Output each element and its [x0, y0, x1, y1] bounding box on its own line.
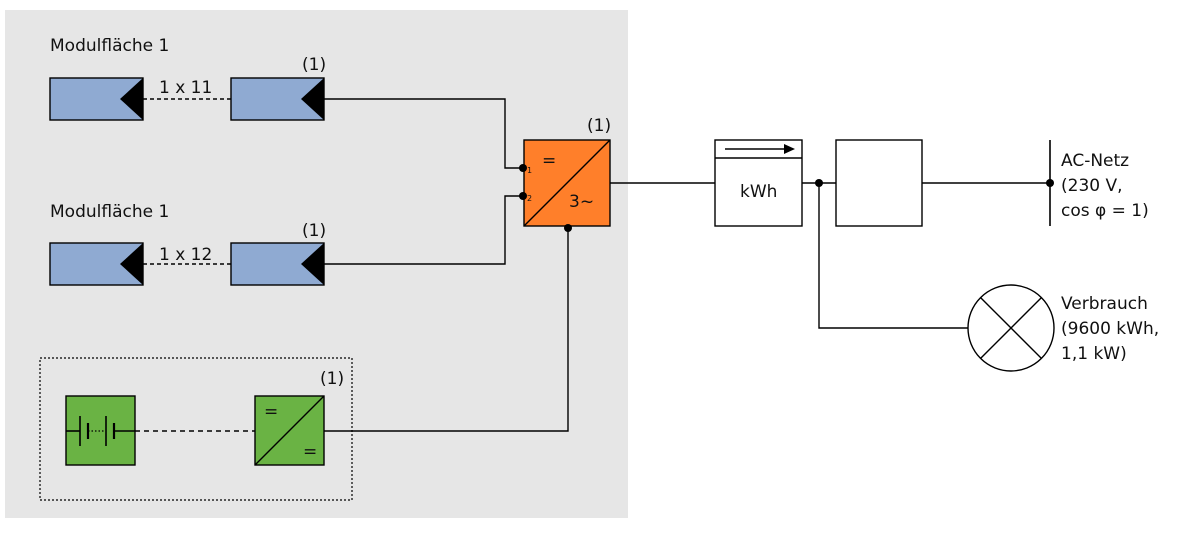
battery-converter-diagonal — [254, 395, 325, 466]
meter-label: kWh — [740, 182, 777, 202]
battery-converter-bottom-symbol: = — [303, 442, 317, 462]
consumer-label-line-3: 1,1 kW) — [1061, 344, 1127, 364]
pv-array-1: Modulfläche 1 (1) 1 x 11 — [49, 36, 326, 121]
wire-array-1-to-inverter — [324, 98, 523, 169]
pv-array-2: Modulfläche 1 (1) 1 x 12 — [49, 202, 326, 286]
array-1-name: Modulfläche 1 — [50, 36, 169, 56]
battery-converter-quantity: (1) — [320, 369, 344, 389]
inverter-input-2-label: 2 — [527, 194, 532, 203]
consumer-label-line-2: (9600 kWh, — [1061, 319, 1159, 339]
grid-label-line-3: cos φ = 1) — [1061, 201, 1149, 221]
array-1-string-count: 1 x 11 — [159, 78, 212, 98]
consumer-lamp-icon — [967, 284, 1055, 372]
inverter-input-2-dot — [519, 192, 527, 200]
grid-label-line-2: (230 V, — [1061, 176, 1123, 196]
pv-module-icon — [49, 77, 144, 121]
energy-meter: kWh — [714, 139, 803, 227]
grid-label: AC-Netz (230 V, cos φ = 1) — [1061, 151, 1149, 221]
grid-label-line-1: AC-Netz — [1061, 151, 1129, 171]
wire-battery-to-inverter — [324, 228, 569, 432]
inverter-input-1-dot — [519, 164, 527, 172]
battery-system: (1) = = — [39, 357, 353, 501]
consumer-label-line-1: Verbrauch — [1061, 294, 1148, 314]
battery-icon — [65, 395, 136, 466]
array-2-quantity: (1) — [302, 221, 326, 241]
array-1-quantity: (1) — [302, 55, 326, 75]
inverter-ac-symbol: 3~ — [569, 192, 594, 212]
battery-converter: = = — [254, 395, 325, 466]
battery-system-boundary — [39, 357, 353, 501]
inverter-input-1-label: 1 — [527, 166, 532, 175]
inverter-diagonal — [523, 139, 611, 227]
pv-module-icon — [230, 77, 325, 121]
inverter-dc-symbol: = — [542, 151, 556, 171]
array-2-name: Modulfläche 1 — [50, 202, 169, 222]
pv-module-icon — [49, 242, 144, 286]
battery-converter-top-symbol: = — [264, 402, 278, 422]
inverter-quantity: (1) — [587, 116, 611, 136]
wire-array-2-to-inverter — [324, 195, 523, 265]
meter-box — [714, 139, 803, 227]
array-2-string-count: 1 x 12 — [159, 245, 212, 265]
wire-to-consumer — [818, 183, 968, 329]
inverter: (1) = 3~ 1 2 — [519, 116, 611, 232]
grid-connection-box — [835, 139, 923, 227]
pv-module-icon — [230, 242, 325, 286]
consumer-label: Verbrauch (9600 kWh, 1,1 kW) — [1061, 294, 1159, 364]
